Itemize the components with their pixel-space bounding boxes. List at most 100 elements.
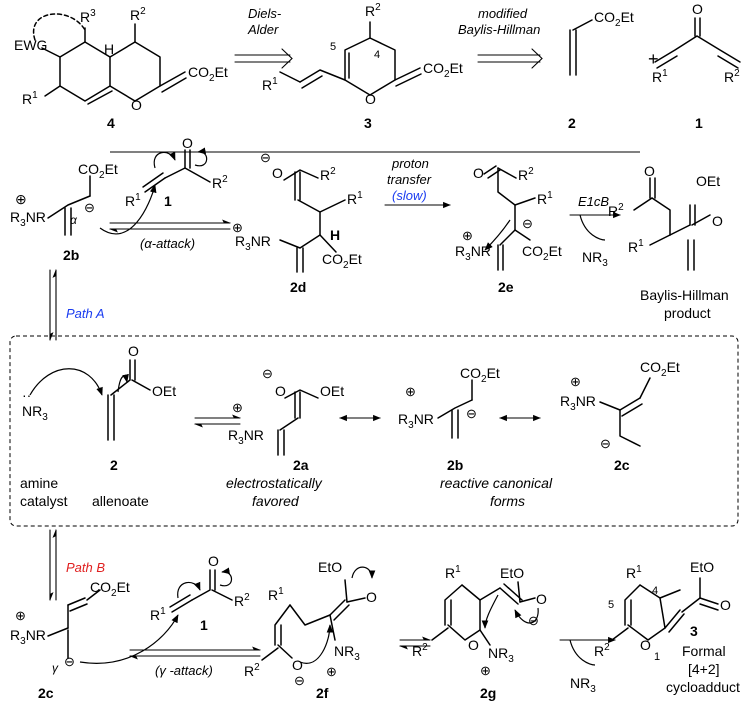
svg-text:H: H [330, 227, 340, 243]
svg-text:⊕: ⊕ [462, 228, 473, 243]
svg-text:Baylis-Hillman: Baylis-Hillman [458, 22, 540, 37]
svg-text:⊕: ⊕ [15, 191, 27, 207]
svg-text:R2: R2 [365, 2, 381, 19]
label-2c-box: 2c [614, 457, 630, 473]
label-2b-row1: 2b [63, 247, 79, 263]
svg-text:amine: amine [20, 475, 58, 491]
svg-text:⊖: ⊖ [528, 613, 539, 628]
r2-label: R2 [130, 6, 146, 23]
ewg-label: EWG [14, 37, 47, 53]
svg-text:R3NR: R3NR [455, 243, 491, 263]
product-3-formal: R1 4 5 O 1 R2 EtO O 3 Formal [4+2] cyclo… [594, 559, 740, 695]
label-3-row3: 3 [690, 623, 698, 639]
compound-label-3: 3 [364, 115, 372, 131]
svg-text:⊖: ⊖ [262, 366, 273, 381]
svg-text:R3NR: R3NR [10, 209, 46, 229]
svg-text:O: O [692, 1, 703, 17]
intermediate-2d: ⊖ O R2 R1 H CO2Et R3NR ⊕ 2d [232, 150, 363, 295]
arrow-e1cb: E1cB NR3 [569, 194, 621, 269]
svg-text:α: α [70, 213, 78, 227]
svg-text:R1: R1 [347, 190, 363, 207]
svg-text:OEt: OEt [320, 383, 344, 399]
svg-text:O: O [720, 597, 731, 613]
label-2d: 2d [290, 279, 306, 295]
svg-text:R3NR: R3NR [228, 427, 264, 447]
svg-text:1: 1 [654, 651, 660, 663]
label-2g: 2g [480, 685, 496, 701]
svg-text:O: O [275, 383, 286, 399]
svg-text:OEt: OEt [696, 173, 720, 189]
svg-text:NR3: NR3 [582, 249, 608, 269]
svg-text:CO2Et: CO2Et [640, 359, 680, 379]
path-a-arrows: Path A [49, 269, 105, 341]
arrow-to-3: NR3 [559, 636, 616, 695]
svg-text:⊖: ⊖ [294, 673, 305, 688]
label-2b-box: 2b [447, 457, 463, 473]
svg-text:Baylis-Hillman: Baylis-Hillman [640, 287, 729, 303]
svg-text:CO2Et: CO2Et [322, 251, 362, 271]
svg-text:⊖: ⊖ [522, 216, 533, 231]
intermediate-2f: R1 O ⊖ R2 NR3 ⊕ EtO O 2f [244, 559, 377, 701]
svg-text:R2: R2 [608, 202, 624, 219]
path-b-arrows: Path B [49, 529, 105, 601]
svg-text:EtO: EtO [318, 559, 342, 575]
svg-text:O: O [292, 657, 303, 673]
svg-text:O: O [365, 91, 376, 107]
svg-text:forms: forms [490, 493, 525, 509]
svg-text:CO2Et: CO2Et [78, 161, 118, 181]
compound-label-2: 2 [568, 115, 576, 131]
label-2f: 2f [316, 685, 329, 701]
svg-text:⊖: ⊖ [84, 200, 95, 215]
svg-text:R3NR: R3NR [398, 411, 434, 431]
equilibrium-2-2a [194, 414, 241, 428]
svg-text:R1: R1 [268, 586, 284, 603]
retro-arrow-diels-alder: Diels- Alder [234, 6, 293, 69]
svg-text:R2: R2 [212, 174, 228, 191]
label-2a: 2a [293, 457, 309, 473]
svg-text:favored: favored [252, 493, 300, 509]
svg-text:O: O [644, 163, 655, 179]
svg-text:R2: R2 [518, 166, 534, 183]
svg-text:Path B: Path B [66, 560, 105, 575]
intermediate-2b-alpha: ⊕ R3NR CO2Et ⊖ α 2b [10, 161, 118, 263]
svg-text:R1: R1 [125, 192, 141, 209]
svg-text:R2: R2 [724, 68, 740, 85]
svg-text:cycloadduct: cycloadduct [666, 679, 740, 695]
svg-text:R2: R2 [412, 642, 428, 659]
label-2-box: 2 [110, 457, 118, 473]
svg-text:⊕: ⊕ [405, 384, 416, 399]
svg-text:⊖: ⊖ [466, 406, 477, 421]
svg-text:R2: R2 [594, 642, 610, 659]
h-label: H [104, 41, 114, 57]
svg-text:⊕: ⊕ [326, 664, 337, 679]
svg-text:NR3: NR3 [488, 645, 514, 665]
svg-text:4: 4 [374, 49, 380, 61]
co2et-label: CO2Et [188, 64, 228, 84]
svg-text:O: O [128, 343, 139, 359]
svg-text:OEt: OEt [152, 383, 176, 399]
svg-text:Path A: Path A [66, 306, 105, 321]
intermediate-2g: R1 O R2 NR3 ⊕ EtO O ⊖ 2g [412, 564, 547, 701]
baylis-hillman-product: O R2 R1 OEt O Baylis-Hillman product [608, 163, 729, 321]
svg-text:Alder: Alder [247, 22, 279, 37]
svg-text:CO2Et: CO2Et [90, 579, 130, 599]
o-label: O [131, 97, 142, 113]
svg-text:proton: proton [391, 156, 429, 171]
svg-text:5: 5 [330, 41, 336, 53]
svg-text:catalyst: catalyst [20, 493, 68, 509]
svg-text:Diels-: Diels- [248, 6, 282, 21]
svg-text:O: O [182, 135, 193, 151]
svg-text:R2: R2 [244, 662, 260, 679]
svg-text:R3NR: R3NR [235, 233, 271, 253]
equilibrium-gamma-attack: (γ -attack) [129, 646, 261, 678]
svg-text:NR3: NR3 [570, 675, 596, 695]
enone-1-row1: O R2 R1 1 [99, 135, 228, 235]
svg-text:R2: R2 [320, 166, 336, 183]
svg-text:O: O [208, 553, 219, 569]
svg-text:R1: R1 [628, 238, 644, 255]
svg-text:EtO: EtO [500, 565, 524, 581]
compound-label-1: 1 [695, 115, 703, 131]
svg-text:⊕: ⊕ [232, 400, 243, 415]
svg-text:R1: R1 [652, 68, 668, 85]
